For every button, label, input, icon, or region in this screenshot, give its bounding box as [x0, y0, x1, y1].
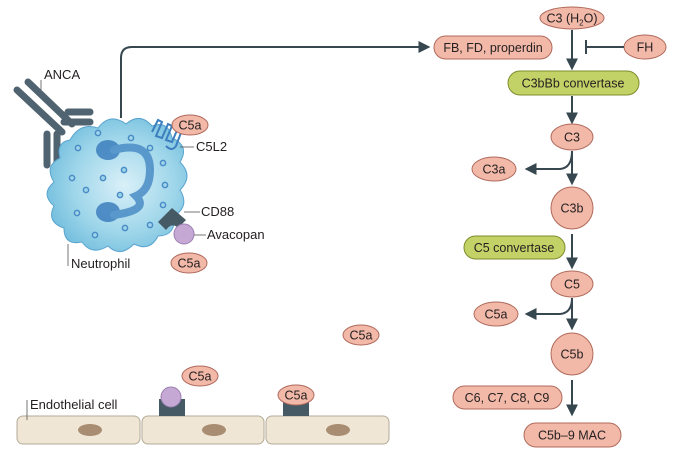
- fb-fd-properdin-label: FB, FD, properdin: [443, 41, 542, 55]
- cd88-label: CD88: [201, 204, 234, 219]
- c5a-cascade-label: C5a: [485, 308, 508, 322]
- c3a-node: [471, 156, 517, 182]
- mac-node: [523, 422, 622, 448]
- c5-label: C5: [564, 278, 580, 292]
- c5a-bound-endothelium-label: C5a: [285, 389, 308, 403]
- avacopan-molecule-icon: [173, 223, 195, 245]
- c5a-floating-label: C5a: [350, 329, 373, 343]
- c5a-on-c5l2: [171, 114, 209, 136]
- endothelial-cell-label: Endothelial cell: [30, 397, 118, 412]
- endothelium: [16, 415, 390, 445]
- granules: [68, 129, 169, 239]
- neutrophil-label: Neutrophil: [71, 256, 130, 271]
- neutrophil-cell: [46, 118, 188, 252]
- c5a-bound-endothelium: [277, 384, 315, 406]
- c3b-node: [550, 186, 594, 230]
- mac-label: C5b–9 MAC: [538, 429, 606, 443]
- neutrophil-nucleus: [96, 140, 155, 222]
- c5a-near-neutrophil-label: C5a: [178, 257, 201, 271]
- anca-antibody-icon: [13, 78, 94, 169]
- anca-label: ANCA: [44, 67, 80, 82]
- c5a-floating: [342, 324, 380, 346]
- c6-c9-node: [452, 385, 563, 410]
- endothelial-cd88-2: [283, 402, 309, 416]
- c5-convertase-label: C5 convertase: [474, 241, 555, 255]
- fb-fd-properdin-node: [433, 35, 553, 60]
- c5a-above-endothelium-label: C5a: [189, 370, 212, 384]
- c3b-label: C3b: [561, 202, 584, 216]
- fh-label: FH: [637, 41, 654, 55]
- activation-arrow: [120, 41, 431, 118]
- c3bbb-convertase-node: [507, 70, 640, 96]
- c3a-label: C3a: [483, 163, 506, 177]
- c5a-near-neutrophil: [170, 252, 208, 274]
- c5-node: [550, 270, 594, 298]
- c3-label: C3: [564, 131, 580, 145]
- c3h2o-label: C3 (H2O): [547, 12, 598, 28]
- avacopan-label: Avacopan: [207, 227, 265, 242]
- c3h2o-node: [539, 6, 605, 30]
- c5a-cascade-node: [473, 301, 519, 327]
- c3bbb-convertase-label: C3bBb convertase: [522, 77, 625, 91]
- cd88-receptor-icon: [158, 208, 186, 230]
- c5b-node: [550, 332, 594, 376]
- c3-node: [550, 123, 594, 151]
- c5b-label: C5b: [561, 348, 584, 362]
- c5l2-label: C5L2: [196, 139, 227, 154]
- c6-c9-label: C6, C7, C8, C9: [465, 391, 550, 405]
- c5-convertase-node: [463, 235, 566, 260]
- c5a-above-endothelium: [181, 365, 219, 387]
- c5a-on-c5l2-label: C5a: [179, 119, 202, 133]
- c5l2-receptor-icon: [151, 118, 184, 150]
- avacopan-bound-icon: [160, 386, 182, 408]
